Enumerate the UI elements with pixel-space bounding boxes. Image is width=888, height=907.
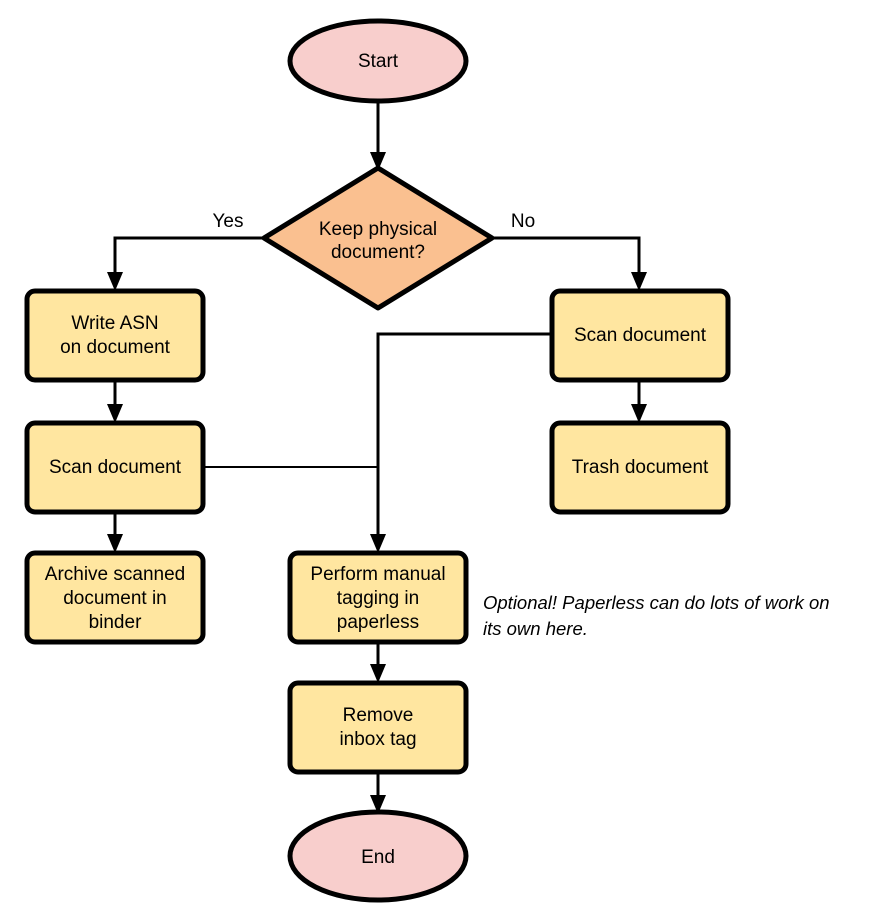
connector-manual-tagging-to-remove-inbox — [370, 643, 386, 683]
archive-label-line3: binder — [89, 612, 142, 633]
scan-document-left-label: Scan document — [49, 457, 182, 478]
node-decision-keep-physical-document[interactable]: Keep physical document? — [261, 165, 495, 311]
edge-label-no: No — [511, 211, 535, 232]
write-asn-label-line2: on document — [60, 337, 171, 358]
manual-tagging-label-line1: Perform manual — [310, 564, 445, 585]
remove-inbox-label-line1: Remove — [343, 705, 414, 726]
scan-document-left-box-shape[interactable] — [24, 420, 206, 515]
node-start[interactable]: Start — [287, 18, 469, 104]
edge-label-yes: Yes — [213, 211, 244, 232]
node-remove-inbox-tag[interactable]: Remove inbox tag — [287, 680, 469, 775]
decision-label-line1: Keep physical — [319, 219, 437, 240]
connector-scan-right-to-manual-tagging — [370, 332, 552, 553]
start-ellipse-shape[interactable] — [287, 18, 469, 104]
decision-diamond-shape[interactable] — [261, 165, 495, 311]
connector-scan-right-to-trash — [631, 380, 647, 423]
archive-box-shape[interactable] — [24, 550, 206, 645]
trash-document-label: Trash document — [572, 457, 709, 478]
trash-document-box-shape[interactable] — [549, 420, 731, 515]
connector-scan-left-to-archive — [107, 512, 123, 553]
archive-label-line2: document in — [63, 588, 167, 609]
archive-label-line1: Archive scanned — [45, 564, 185, 585]
manual-tagging-label-line2: tagging in — [337, 588, 419, 609]
remove-inbox-tag-box-shape[interactable] — [287, 680, 469, 775]
write-asn-box-shape[interactable] — [24, 288, 206, 383]
end-ellipse-shape[interactable] — [287, 809, 469, 903]
connector-write-asn-to-scan-left — [107, 380, 123, 423]
end-label: End — [361, 847, 395, 868]
node-trash-document[interactable]: Trash document — [549, 420, 731, 515]
scan-document-right-box-shape[interactable] — [549, 288, 731, 383]
scan-document-right-label: Scan document — [574, 325, 707, 346]
write-asn-label-line1: Write ASN — [71, 313, 158, 334]
node-scan-document-right[interactable]: Scan document — [549, 288, 731, 383]
connector-remove-inbox-to-end — [370, 772, 386, 814]
remove-inbox-label-line2: inbox tag — [339, 729, 416, 750]
connector-decision-no-to-scan-right — [492, 236, 647, 291]
connector-start-to-decision — [370, 101, 386, 171]
start-label: Start — [358, 51, 399, 72]
node-write-asn[interactable]: Write ASN on document — [24, 288, 206, 383]
node-scan-document-left[interactable]: Scan document — [24, 420, 206, 515]
connector-decision-yes-to-write-asn — [107, 236, 264, 291]
manual-tagging-box-shape[interactable] — [287, 550, 469, 645]
node-perform-manual-tagging[interactable]: Perform manual tagging in paperless — [287, 550, 469, 645]
annotation-optional-note: Optional! Paperless can do lots of work … — [483, 592, 830, 639]
manual-tagging-label-line3: paperless — [337, 612, 419, 633]
optional-note-line2: its own here. — [483, 618, 588, 639]
node-archive-scanned-document[interactable]: Archive scanned document in binder — [24, 550, 206, 645]
node-end[interactable]: End — [287, 809, 469, 903]
decision-label-line2: document? — [331, 242, 425, 263]
optional-note-line1: Optional! Paperless can do lots of work … — [483, 592, 830, 613]
